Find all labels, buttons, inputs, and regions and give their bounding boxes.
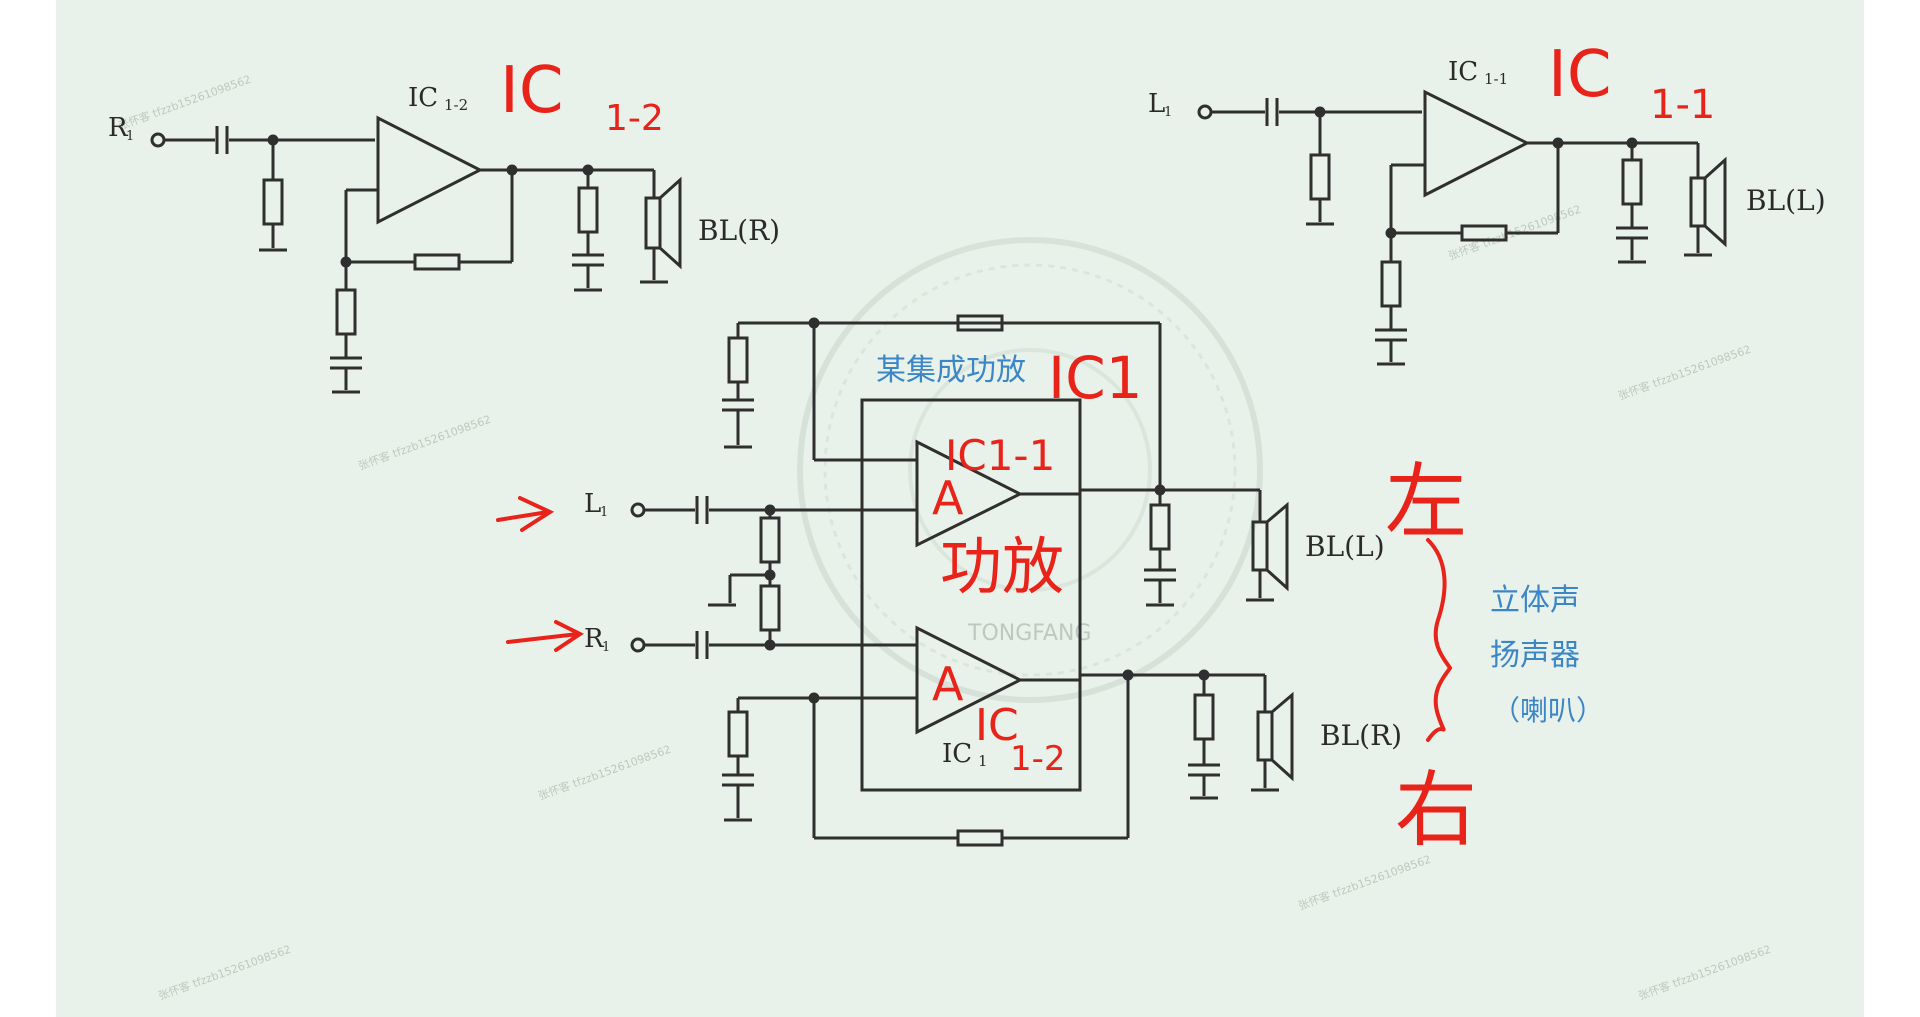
handwritten-marks	[496, 496, 1453, 742]
ic-label-sub: 1-2	[444, 96, 468, 114]
input-terminal-l1	[630, 502, 646, 518]
handwritten-ic: IC	[500, 54, 564, 128]
input-label-r: R	[108, 113, 129, 143]
seal-watermark	[797, 237, 1263, 703]
diagram-panel	[56, 0, 1864, 1017]
brace-icon	[1426, 538, 1453, 742]
top-left-circuit	[150, 115, 682, 394]
opamp-ic1-2	[376, 115, 484, 225]
hand-right: 右	[1395, 763, 1477, 858]
amp-top-letter: A	[932, 471, 964, 525]
speaker-label-left: BL(L)	[1305, 530, 1385, 563]
input-terminal-l	[1197, 104, 1213, 120]
speaker-center-bl-r	[1256, 710, 1274, 762]
tag-watermark: 张怀客 tfzzb15261098562	[1616, 342, 1753, 403]
chip-caption: 某集成功放	[876, 353, 1026, 388]
speaker-bl-l	[1689, 176, 1707, 228]
chip-handwritten: IC1	[1048, 344, 1143, 412]
input-label-l1-sub: 1	[600, 505, 608, 520]
chip-label: IC	[942, 739, 972, 769]
handwritten-ic-sub: 1-1	[1650, 82, 1715, 128]
tag-watermark: 张怀客 tfzzb15261098562	[156, 942, 293, 1003]
handwritten-ic-sub: 1-2	[605, 98, 664, 139]
input-label-r1-sub: 1	[602, 640, 610, 655]
ic-label: IC	[408, 83, 438, 113]
speaker-label: BL(L)	[1746, 184, 1826, 217]
brand-watermark: TONGFANG	[967, 621, 1091, 646]
stereo-line3: （喇叭）	[1492, 694, 1604, 727]
amp-top-handwritten: IC1-1	[945, 431, 1055, 480]
amp-bottom-handwritten: IC	[975, 700, 1019, 751]
input-label-l1: L	[584, 489, 601, 519]
chip-label-sub: 1	[978, 752, 988, 770]
input-terminal-r	[150, 132, 166, 148]
tag-watermark: 张怀客 tfzzb15261098562	[536, 742, 673, 803]
arrow-left-input-icon	[496, 496, 555, 532]
center-circuit	[630, 314, 1294, 847]
amp-bottom-handwritten-sub: 1-2	[1010, 739, 1066, 779]
input-label-r1: R	[584, 624, 605, 654]
speaker-bl-r	[644, 196, 662, 250]
amp-top	[915, 439, 1024, 548]
input-label-l-sub: 1	[1164, 105, 1172, 120]
stereo-line2: 扬声器	[1490, 638, 1580, 673]
top-right-circuit	[1197, 89, 1727, 366]
handwritten-ic: IC	[1548, 38, 1612, 112]
tag-watermark: 张怀客 tfzzb15261098562	[116, 72, 253, 133]
amp-bottom-letter: A	[932, 657, 964, 711]
amp-bottom	[915, 625, 1024, 735]
arrow-right-input-icon	[506, 620, 584, 652]
speaker-label-right: BL(R)	[1320, 719, 1402, 752]
ic-label: IC	[1448, 57, 1478, 87]
input-terminal-r1	[630, 637, 646, 653]
middle-handwritten: 功放	[940, 530, 1064, 603]
tag-watermark: 张怀客 tfzzb15261098562	[356, 412, 493, 473]
ic1-chip-outline	[860, 398, 1082, 792]
tag-watermark: 张怀客 tfzzb15261098562	[1636, 942, 1773, 1003]
ic-label-sub: 1-1	[1484, 70, 1508, 88]
input-label-r-sub: 1	[126, 129, 134, 144]
speaker-label: BL(R)	[698, 214, 780, 247]
input-label-l: L	[1148, 89, 1165, 119]
opamp-ic1-1	[1423, 89, 1531, 198]
stereo-line1: 立体声	[1490, 583, 1580, 618]
hand-left: 左	[1385, 455, 1467, 550]
tag-watermark: 张怀客 tfzzb15261098562	[1296, 852, 1433, 913]
